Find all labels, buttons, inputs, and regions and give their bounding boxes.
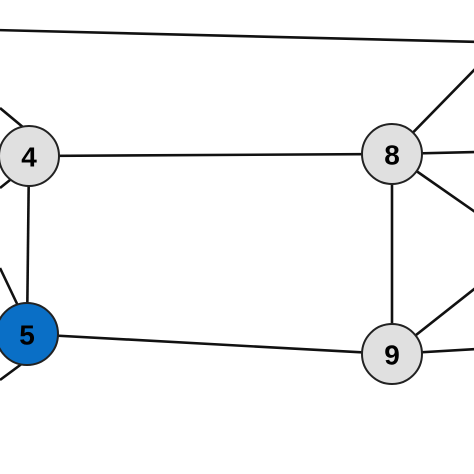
node-9[interactable]: 9	[361, 323, 423, 385]
node-5-label: 5	[19, 320, 35, 351]
node-5-circle	[0, 302, 59, 366]
edge-5-9	[26, 332, 393, 356]
edge-4-offscreen-upper	[0, 107, 25, 129]
node-8-circle	[361, 123, 423, 185]
node-8-label: 8	[384, 140, 400, 171]
edge-4-8	[28, 152, 393, 158]
node-4-circle	[0, 125, 60, 187]
node-9-circle	[361, 323, 423, 385]
nodes-layer: 4 5 8 9	[0, 123, 423, 385]
node-9-label: 9	[384, 340, 400, 371]
edge-top-long	[0, 28, 474, 44]
node-8[interactable]: 8	[361, 123, 423, 185]
node-5[interactable]: 5	[0, 302, 59, 366]
edge-5-offscreen-upper	[0, 267, 22, 311]
node-4[interactable]: 4	[0, 125, 60, 187]
node-4-label: 4	[21, 142, 37, 173]
